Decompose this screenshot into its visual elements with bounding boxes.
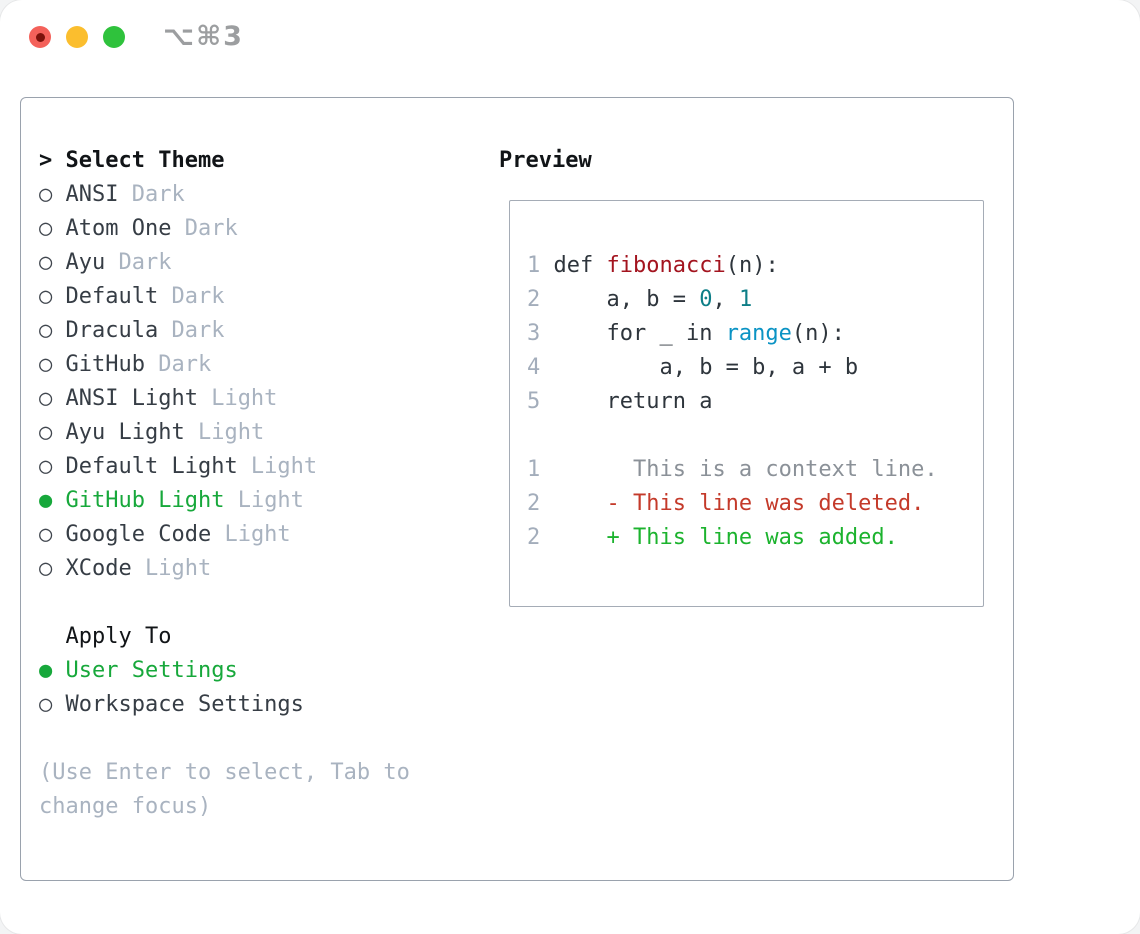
code-line: 1 def fibonacci(n):: [527, 253, 779, 278]
theme-option[interactable]: ○ ANSI Dark: [39, 178, 410, 212]
theme-option[interactable]: ○ XCode Light: [39, 552, 410, 586]
preview-title: Preview: [499, 148, 592, 173]
traffic-lights: [29, 26, 125, 48]
line-number: 4: [527, 355, 554, 380]
radio-icon: ○: [39, 216, 66, 241]
minimize-button[interactable]: [66, 26, 88, 48]
radio-icon: ●: [39, 488, 66, 513]
close-button[interactable]: [29, 26, 51, 48]
code-line: 3 for _ in range(n):: [527, 321, 845, 346]
radio-icon: ○: [39, 454, 66, 479]
theme-list-column: > Select Theme ○ ANSI Dark ○ Atom One Da…: [39, 144, 410, 824]
theme-variant-tag: Light: [237, 454, 318, 479]
radio-icon: ○: [39, 556, 66, 581]
radio-icon: ○: [39, 284, 66, 309]
code-line: 2 a, b = 0, 1: [527, 287, 753, 312]
select-theme-header: > Select Theme: [39, 144, 410, 178]
line-number: 1: [527, 457, 554, 482]
titlebar: ⌥⌘3: [0, 0, 1140, 74]
theme-name: Default Light: [65, 454, 238, 479]
radio-icon: ○: [39, 352, 66, 377]
theme-name: Default: [65, 284, 159, 309]
theme-name: XCode: [65, 556, 132, 581]
theme-name: Atom One: [65, 216, 172, 241]
theme-name: GitHub: [65, 352, 145, 377]
hint-line-1: (Use Enter to select, Tab to: [39, 760, 410, 785]
spacer: [39, 586, 410, 620]
window-title: ⌥⌘3: [163, 21, 244, 52]
radio-icon: ○: [39, 250, 66, 275]
code-line: 4 a, b = b, a + b: [527, 355, 859, 380]
line-number: 5: [527, 389, 554, 414]
line-number: 2: [527, 525, 554, 550]
maximize-button[interactable]: [103, 26, 125, 48]
theme-variant-tag: Light: [184, 420, 265, 445]
theme-variant-tag: Light: [197, 386, 278, 411]
theme-option[interactable]: ○ Atom One Dark: [39, 212, 410, 246]
theme-name: Ayu Light: [65, 420, 185, 445]
line-number: 1: [527, 253, 554, 278]
theme-name: Ayu: [65, 250, 106, 275]
theme-variant-tag: Dark: [105, 250, 172, 275]
line-number: 2: [527, 491, 554, 516]
apply-option-label: User Settings: [65, 658, 238, 683]
theme-variant-tag: Dark: [158, 318, 225, 343]
theme-option[interactable]: ○ Default Dark: [39, 280, 410, 314]
radio-icon: ●: [39, 658, 66, 683]
theme-variant-tag: Light: [224, 488, 304, 513]
radio-icon: ○: [39, 318, 66, 343]
theme-option[interactable]: ○ Google Code Light: [39, 518, 410, 552]
line-number: 3: [527, 321, 554, 346]
code-preview: 1 def fibonacci(n): 2 a, b = 0, 1 3 for …: [527, 249, 983, 419]
theme-name: Dracula: [65, 318, 159, 343]
apply-to-list: ● User Settings ○ Workspace Settings: [39, 654, 410, 722]
unsaved-changes-dot-icon: [35, 32, 45, 42]
theme-option[interactable]: ○ Ayu Light Light: [39, 416, 410, 450]
theme-name: ANSI Light: [65, 386, 198, 411]
apply-option-label: Workspace Settings: [65, 692, 304, 717]
spacer: [39, 722, 410, 756]
hint-line-2: change focus): [39, 794, 212, 819]
apply-to-option[interactable]: ● User Settings: [39, 654, 410, 688]
radio-icon: ○: [39, 522, 66, 547]
theme-variant-tag: Light: [211, 522, 291, 547]
apply-to-option[interactable]: ○ Workspace Settings: [39, 688, 410, 722]
code-line: 2 - This line was deleted.: [527, 491, 925, 516]
theme-option[interactable]: ○ Default Light Light: [39, 450, 410, 484]
radio-icon: ○: [39, 692, 66, 717]
code-line: 2 + This line was added.: [527, 525, 898, 550]
theme-option[interactable]: ○ Ayu Dark: [39, 246, 410, 280]
select-theme-label: Select Theme: [52, 148, 225, 173]
preview-box: 1 def fibonacci(n): 2 a, b = 0, 1 3 for …: [509, 200, 984, 607]
theme-variant-tag: Dark: [158, 284, 225, 309]
theme-variant-tag: Light: [131, 556, 212, 581]
theme-list: ○ ANSI Dark ○ Atom One Dark ○ Ayu Dark ○…: [39, 178, 410, 586]
apply-to-header: Apply To: [65, 624, 172, 649]
theme-option[interactable]: ○ GitHub Dark: [39, 348, 410, 382]
radio-icon: ○: [39, 386, 66, 411]
radio-icon: ○: [39, 182, 66, 207]
theme-option[interactable]: ● GitHub Light Light: [39, 484, 410, 518]
theme-name: GitHub Light: [65, 488, 225, 513]
line-number: 2: [527, 287, 554, 312]
theme-variant-tag: Dark: [144, 352, 212, 377]
theme-option[interactable]: ○ ANSI Light Light: [39, 382, 410, 416]
theme-name: ANSI: [65, 182, 119, 207]
prompt-caret: >: [39, 148, 53, 173]
theme-variant-tag: Dark: [171, 216, 238, 241]
theme-variant-tag: Dark: [118, 182, 185, 207]
code-line: 5 return a: [527, 389, 713, 414]
theme-option[interactable]: ○ Dracula Dark: [39, 314, 410, 348]
code-line: 1 This is a context line.: [527, 457, 938, 482]
radio-icon: ○: [39, 420, 66, 445]
diff-preview: 1 This is a context line. 2 - This line …: [527, 453, 983, 555]
theme-selector-panel: > Select Theme ○ ANSI Dark ○ Atom One Da…: [20, 97, 1014, 881]
theme-name: Google Code: [65, 522, 212, 547]
